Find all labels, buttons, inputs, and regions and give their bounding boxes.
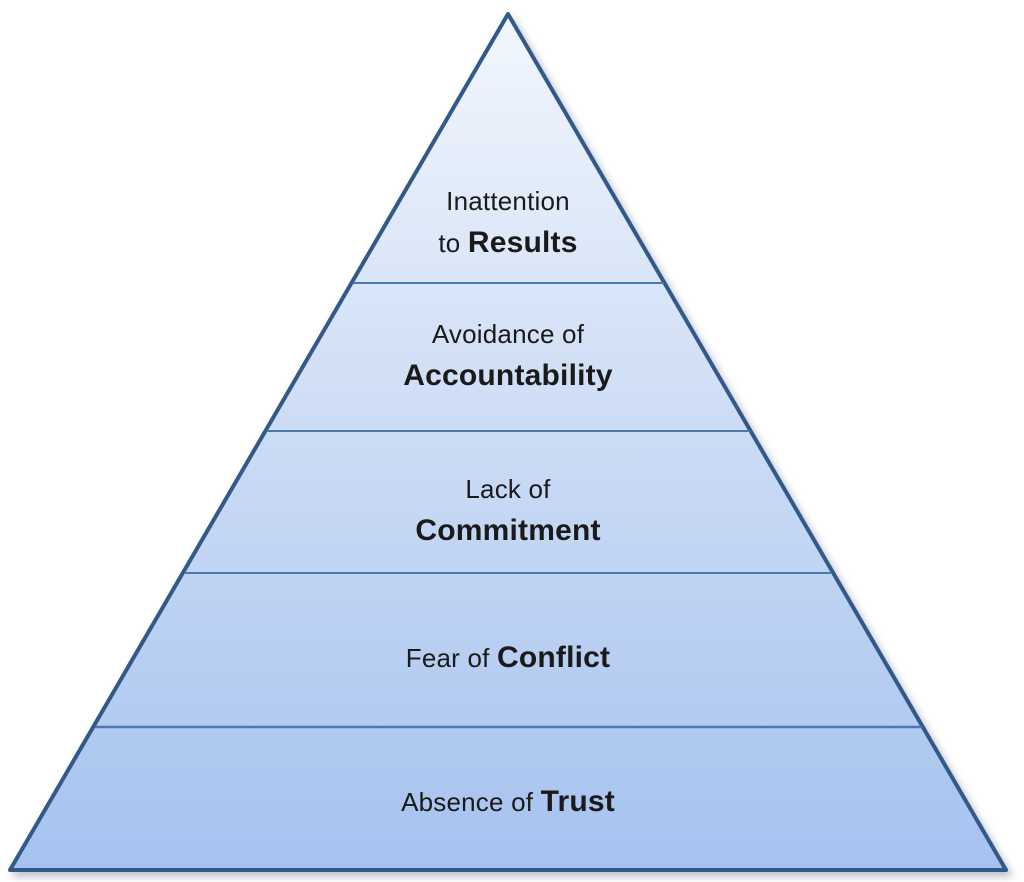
pyramid-level-3-label: Lack of Commitment [415, 468, 600, 552]
pyramid-shape [8, 12, 1008, 872]
level-3-line-1: Lack of [415, 468, 600, 510]
level-3-text-bold: Commitment [415, 514, 601, 547]
level-1-line-2: to Results [438, 222, 577, 264]
level-2-line-2: Accountability [403, 355, 613, 397]
level-4-text-normal: Fear of [405, 643, 497, 673]
level-5-line-1: Absence of Trust [401, 781, 615, 823]
level-2-text-bold: Accountability [403, 359, 613, 392]
level-1-text-bold: Results [467, 226, 578, 259]
pyramid-level-4-label: Fear of Conflict [406, 637, 610, 679]
level-1-text-normal-2: to [438, 228, 468, 258]
level-1-text-normal: Inattention [446, 186, 570, 216]
pyramid-level-1-label: Inattention to Results [438, 180, 577, 264]
level-3-line-2: Commitment [415, 510, 600, 552]
pyramid-level-5-label: Absence of Trust [401, 781, 615, 823]
level-5-text-normal: Absence of [401, 787, 541, 817]
level-2-line-1: Avoidance of [403, 313, 613, 355]
level-3-text-normal: Lack of [465, 474, 551, 504]
pyramid-level-2-label: Avoidance of Accountability [403, 313, 613, 397]
level-4-text-bold: Conflict [496, 641, 611, 674]
level-4-line-1: Fear of Conflict [406, 637, 610, 679]
level-1-line-1: Inattention [438, 180, 577, 222]
level-5-text-bold: Trust [540, 785, 615, 818]
level-2-text-normal: Avoidance of [431, 319, 585, 349]
